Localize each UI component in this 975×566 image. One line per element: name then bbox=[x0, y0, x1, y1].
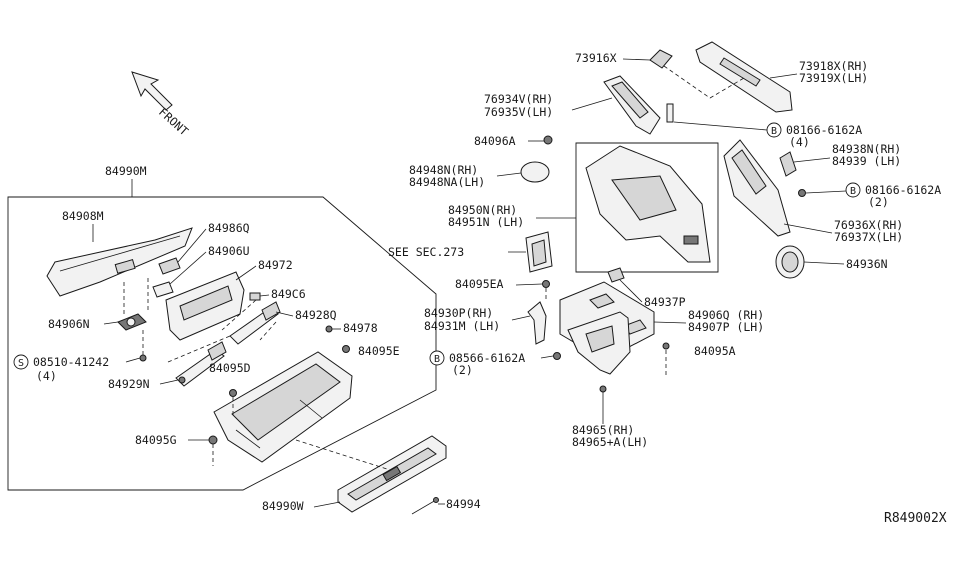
callout-08510-41242: 08510-41242 bbox=[33, 355, 109, 369]
hook-84906N bbox=[117, 313, 147, 331]
side-trim-76934V bbox=[603, 75, 661, 135]
callout-see-sec-273: SEE SEC.273 bbox=[388, 245, 464, 259]
clip-84095E bbox=[342, 345, 350, 353]
callout-08510-qty: (4) bbox=[36, 369, 57, 383]
bolt-08166-upper bbox=[666, 103, 674, 123]
bolt-symbol-icon-08566: B bbox=[434, 354, 440, 365]
clip-84986Q bbox=[158, 257, 181, 275]
callout-84965A: 84965+A(LH) bbox=[572, 435, 648, 449]
clip-84096A bbox=[543, 135, 553, 145]
callout-84972: 84972 bbox=[258, 258, 293, 272]
callout-08566-qty: (2) bbox=[452, 363, 473, 377]
callout-84906U: 84906U bbox=[208, 244, 250, 258]
callout-84978: 84978 bbox=[343, 321, 378, 335]
bolt-08566 bbox=[553, 352, 561, 360]
callout-84930P: 84930P(RH) bbox=[424, 306, 493, 320]
support-84965 bbox=[567, 311, 631, 393]
sec273-part bbox=[525, 231, 553, 273]
side-panel-frame bbox=[575, 142, 719, 273]
callout-84951N: 84951N (LH) bbox=[448, 215, 524, 229]
bezel-84936N bbox=[775, 245, 805, 279]
callout-84965: 84965(RH) bbox=[572, 423, 634, 437]
bolt-08166-lower bbox=[798, 189, 806, 197]
callout-84990M: 84990M bbox=[105, 164, 147, 178]
callout-73918X: 73918X(RH) bbox=[799, 59, 868, 73]
callout-84948NA: 84948NA(LH) bbox=[409, 175, 485, 189]
callout-84095E: 84095E bbox=[358, 344, 400, 358]
hook-84906U bbox=[152, 281, 174, 298]
bolt-symbol-icon-lower: B bbox=[850, 186, 856, 197]
upper-trim-73918X bbox=[695, 41, 793, 113]
handle-84938N bbox=[779, 151, 797, 177]
diagram-id: R849002X bbox=[884, 511, 947, 526]
clip-84978 bbox=[325, 325, 333, 333]
callout-84950N: 84950N(RH) bbox=[448, 203, 517, 217]
side-panel-84972 bbox=[165, 271, 245, 341]
callout-84907P: 84907P (LH) bbox=[688, 320, 764, 334]
callout-84938N: 84938N(RH) bbox=[832, 142, 901, 156]
callout-84937P: 84937P bbox=[644, 295, 686, 309]
callout-08166-upper-qty: (4) bbox=[789, 135, 810, 149]
callout-73919X: 73919X(LH) bbox=[799, 71, 868, 85]
bracket-84929N bbox=[175, 341, 227, 387]
callout-76936X: 76936X(RH) bbox=[834, 218, 903, 232]
callout-08166-lower: 08166-6162A bbox=[865, 183, 941, 197]
callout-84096A: 84096A bbox=[474, 134, 516, 148]
callout-849C6: 849C6 bbox=[271, 287, 306, 301]
clip-73916X bbox=[649, 49, 673, 69]
callout-84928Q: 84928Q bbox=[295, 308, 337, 322]
callout-84931M: 84931M (LH) bbox=[424, 319, 500, 333]
callout-84095EA: 84095EA bbox=[455, 277, 504, 291]
bracket-84930P bbox=[527, 301, 547, 345]
bolt-symbol-icon-upper: B bbox=[771, 126, 777, 137]
callout-84095G: 84095G bbox=[135, 433, 177, 447]
side-panel-84950N bbox=[585, 145, 711, 263]
clip-849C6 bbox=[249, 292, 261, 301]
clip-84095G bbox=[208, 435, 218, 445]
callout-84906N: 84906N bbox=[48, 317, 90, 331]
front-label: FRONT bbox=[156, 105, 191, 139]
callout-84936N: 84936N bbox=[846, 257, 888, 271]
clip-84095EA bbox=[542, 280, 550, 288]
cover-board-84908M bbox=[46, 227, 193, 297]
callout-08166-lower-qty: (2) bbox=[868, 195, 889, 209]
callout-76937X: 76937X(LH) bbox=[834, 230, 903, 244]
callout-84095A: 84095A bbox=[694, 344, 736, 358]
front-arrow-icon bbox=[131, 71, 173, 111]
callout-84990W: 84990W bbox=[262, 499, 304, 513]
callout-76935V: 76935V(LH) bbox=[484, 105, 553, 119]
callout-84948N: 84948N(RH) bbox=[409, 163, 478, 177]
cap-84948N bbox=[520, 161, 550, 183]
left-group-frame bbox=[7, 196, 437, 491]
callout-08566: 08566-6162A bbox=[449, 351, 525, 365]
storage-tub bbox=[213, 351, 353, 463]
clip-84994 bbox=[411, 497, 439, 515]
callout-73916X: 73916X bbox=[575, 51, 617, 65]
callout-76934V: 76934V(RH) bbox=[484, 92, 553, 106]
callout-84908M: 84908M bbox=[62, 209, 104, 223]
callout-84906Q: 84906Q (RH) bbox=[688, 308, 764, 322]
lower-trim-76936X bbox=[723, 139, 791, 237]
callout-84095D: 84095D bbox=[209, 361, 251, 375]
clip-84095D bbox=[229, 389, 237, 397]
callout-84986Q: 84986Q bbox=[208, 221, 250, 235]
callout-84994: 84994 bbox=[446, 497, 481, 511]
callout-08166-upper: 08166-6162A bbox=[786, 123, 862, 137]
screw-symbol-icon: S bbox=[18, 358, 24, 369]
callout-84939: 84939 (LH) bbox=[832, 154, 901, 168]
clip-84937P bbox=[607, 267, 625, 283]
scuff-plate-84990W bbox=[337, 435, 447, 513]
bracket-84928Q bbox=[229, 301, 281, 345]
clip-84095A bbox=[662, 342, 670, 350]
callout-84929N: 84929N bbox=[108, 377, 150, 391]
